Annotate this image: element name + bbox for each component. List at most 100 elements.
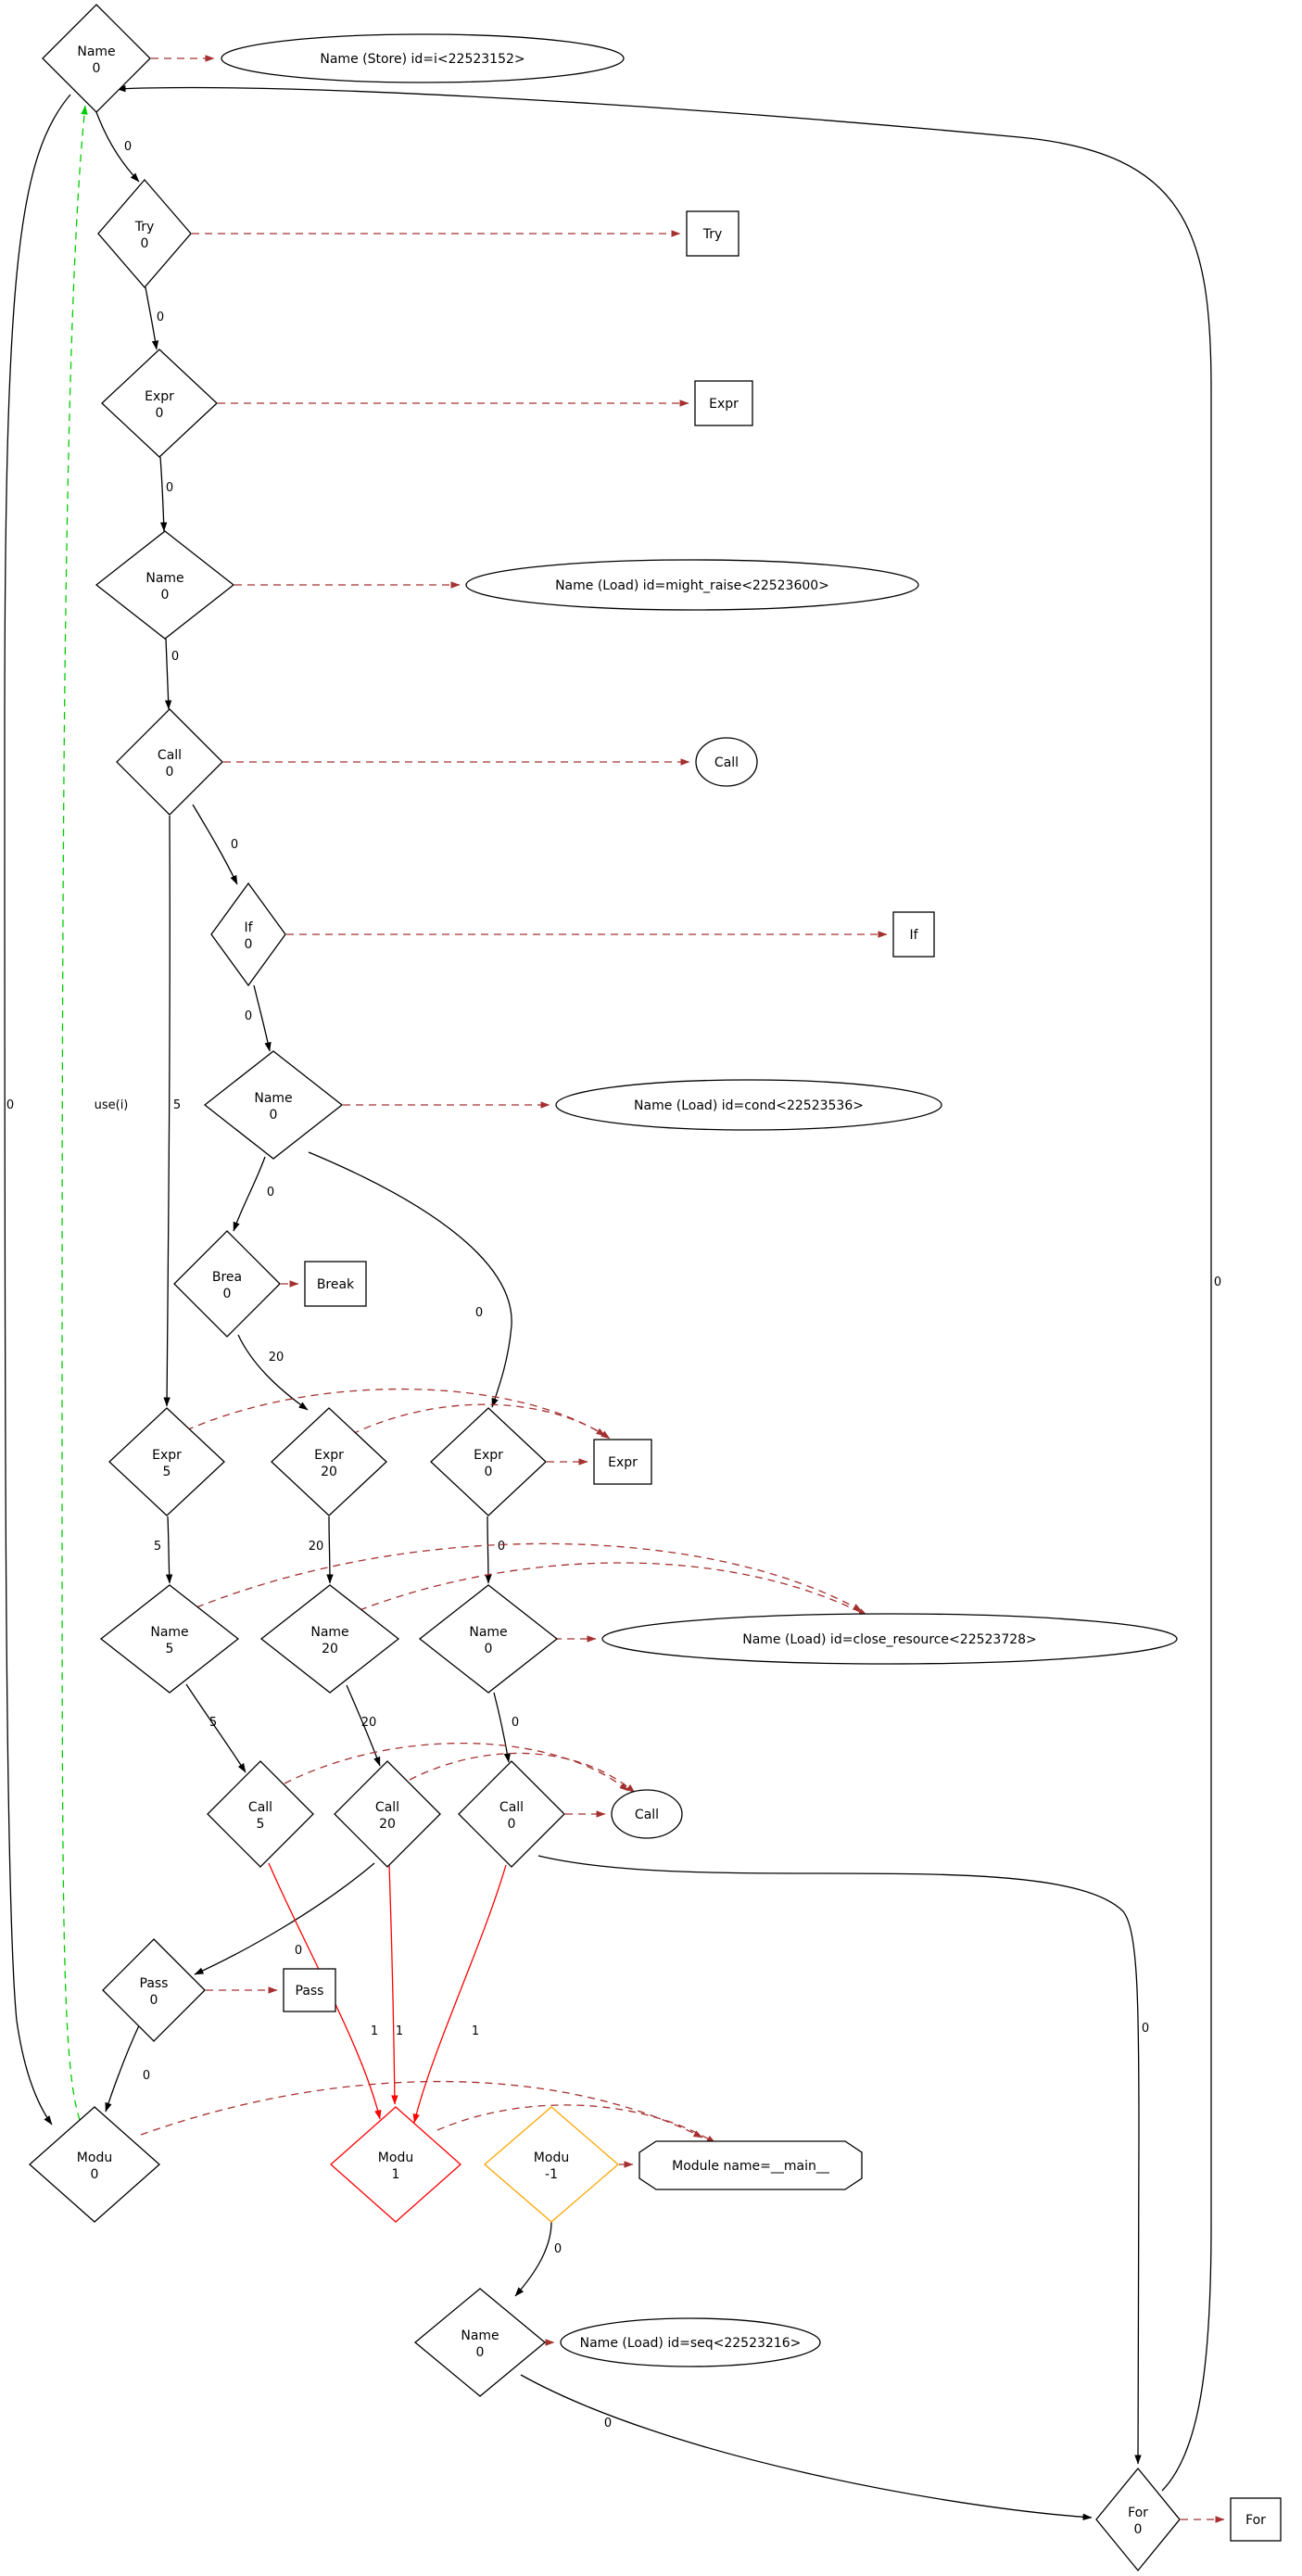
- edge-e_name20_call20: [346, 1684, 381, 1767]
- box-shape: [304, 1261, 367, 1307]
- diamond-shape: [484, 2106, 619, 2223]
- node-label-line1: Name: [77, 44, 115, 59]
- node-label-line2: 5: [166, 1642, 174, 1656]
- node-label-line2: 20: [322, 1642, 338, 1656]
- terminal-label-ell_cond: Name (Load) id=cond<22523536>: [634, 1098, 864, 1113]
- diamond-shape: [99, 1584, 240, 1694]
- diamond-shape: [108, 1407, 225, 1516]
- edge-e_modu_m1_name_seq: [514, 2221, 552, 2297]
- node-label-line1: Name: [461, 2329, 499, 2343]
- terminal-label-ell_call2: Call: [635, 1808, 659, 1822]
- box-shape: [283, 1968, 336, 2012]
- diamond-shape: [207, 1760, 314, 1868]
- terminal-oct_module: Module name=__main__: [638, 2140, 863, 2190]
- terminal-box_if: If: [892, 911, 935, 958]
- terminal-ell_cr: Name (Load) id=close_resource<22523728>: [601, 1613, 1178, 1665]
- edge-e_expr0_name0r: [485, 1516, 492, 1584]
- node-label-line2: 20: [379, 1817, 396, 1832]
- edge-a_modu0_oct: [140, 2080, 703, 2138]
- node-label-line2: 1: [392, 2167, 400, 2182]
- node-label-line1: Expr: [314, 1448, 344, 1463]
- terminal-ell_i: Name (Store) id=i<22523152>: [221, 33, 625, 83]
- edge-label-e_pass_modu0: 0: [143, 2069, 150, 2083]
- edge-label-e_expr20_name20: 20: [309, 1540, 324, 1554]
- diamond-shape: [1095, 2467, 1181, 2572]
- edge-e_expr5_name5: [165, 1516, 173, 1584]
- node-label-line1: Call: [375, 1800, 399, 1815]
- node-label-line1: Try: [134, 220, 155, 235]
- node-label-line2: 0: [485, 1642, 493, 1656]
- ellipse-shape: [601, 1613, 1178, 1665]
- diamond-shape: [259, 1584, 400, 1694]
- diamond-shape: [102, 1938, 206, 2042]
- box-shape: [686, 210, 739, 257]
- edge-e_call_if: [192, 804, 238, 885]
- terminal-label-box_expr1: Expr: [709, 397, 739, 412]
- terminal-box_try: Try: [686, 210, 739, 257]
- node-label-line2: 0: [223, 1287, 232, 1301]
- ellipse-shape: [465, 559, 919, 611]
- diamond-shape: [173, 1230, 281, 1338]
- node-label-line1: If: [244, 920, 253, 935]
- terminal-label-box_if: If: [909, 928, 918, 943]
- diamond-shape: [97, 179, 192, 288]
- node-label-line1: Modu: [378, 2151, 413, 2165]
- node-label-line1: Name: [254, 1091, 292, 1106]
- ellipse-shape: [560, 2317, 821, 2367]
- edge-e_call0r_for: [537, 1855, 1142, 2465]
- edge-label-e_call20_modu1: 1: [396, 2024, 403, 2038]
- edge-a_call5_ell_call2: [284, 1742, 629, 1792]
- node-label-line2: 0: [476, 2345, 485, 2360]
- terminal-label-box_for: For: [1245, 2513, 1266, 2528]
- node-label-line2: 0: [485, 1465, 493, 1479]
- diamond-shape: [458, 1760, 565, 1868]
- edge-label-e_try_expr: 0: [157, 311, 164, 324]
- edge-a_name5_ell_cr: [196, 1542, 863, 1612]
- terminal-box_expr2: Expr: [593, 1439, 652, 1485]
- edge-e_name_mr_call: [164, 638, 172, 710]
- edge-label-e_if_name_cond: 0: [245, 1009, 252, 1023]
- node-label-line1: Call: [499, 1800, 524, 1815]
- edge-e_call20_pass: [194, 1862, 375, 1975]
- terminal-label-box_pass: Pass: [296, 1984, 324, 1999]
- edge-label-e_modu0_name_i_green: use(i): [95, 1098, 129, 1112]
- edge-label-e_name5_call5: 5: [209, 1716, 217, 1730]
- node-label-line2: 0: [245, 937, 253, 952]
- terminal-label-ell_mr: Name (Load) id=might_raise<22523600>: [555, 578, 829, 593]
- terminal-label-ell_cr: Name (Load) id=close_resource<22523728>: [742, 1632, 1037, 1647]
- ellipse-shape: [611, 1789, 683, 1839]
- node-label-line2: 0: [150, 1993, 158, 2008]
- node-label-line2: 0: [161, 588, 170, 603]
- edge-label-e_brea_expr20: 20: [269, 1351, 284, 1364]
- diamond-shape: [116, 708, 223, 816]
- edge-label-e_call0r_for: 0: [1142, 2022, 1149, 2036]
- terminal-ell_mr: Name (Load) id=might_raise<22523600>: [465, 559, 919, 611]
- edge-label-e_modu_m1_name_seq: 0: [554, 2242, 562, 2256]
- edge-label-e_name_seq_for: 0: [604, 2417, 612, 2430]
- node-label-line2: 0: [93, 61, 101, 76]
- node-modu1: Modu 1: [330, 2106, 461, 2223]
- terminal-label-box_break: Break: [317, 1277, 355, 1292]
- terminal-label-ell_i: Name (Store) id=i<22523152>: [320, 52, 525, 67]
- terminal-ell_call1: Call: [695, 737, 758, 787]
- ellipse-shape: [555, 1079, 942, 1131]
- edge-label-e_name_i_modu0: 0: [6, 1098, 14, 1112]
- diamond-shape: [271, 1407, 387, 1516]
- edge-e_name0r_call0r: [493, 1692, 512, 1763]
- edge-e_name_i_try: [95, 111, 140, 183]
- edge-e_name_cond_brea: [233, 1156, 266, 1232]
- node-label-line1: Call: [158, 748, 182, 763]
- node-if: If 0: [210, 882, 286, 987]
- diamond-shape: [430, 1407, 547, 1516]
- node-label-line2: 20: [321, 1465, 337, 1479]
- edge-e_name_seq_for: [520, 2374, 1093, 2521]
- edge-label-e_call0r_modu1: 1: [472, 2024, 479, 2038]
- edge-e_modu0_name_i_green: [61, 105, 88, 2121]
